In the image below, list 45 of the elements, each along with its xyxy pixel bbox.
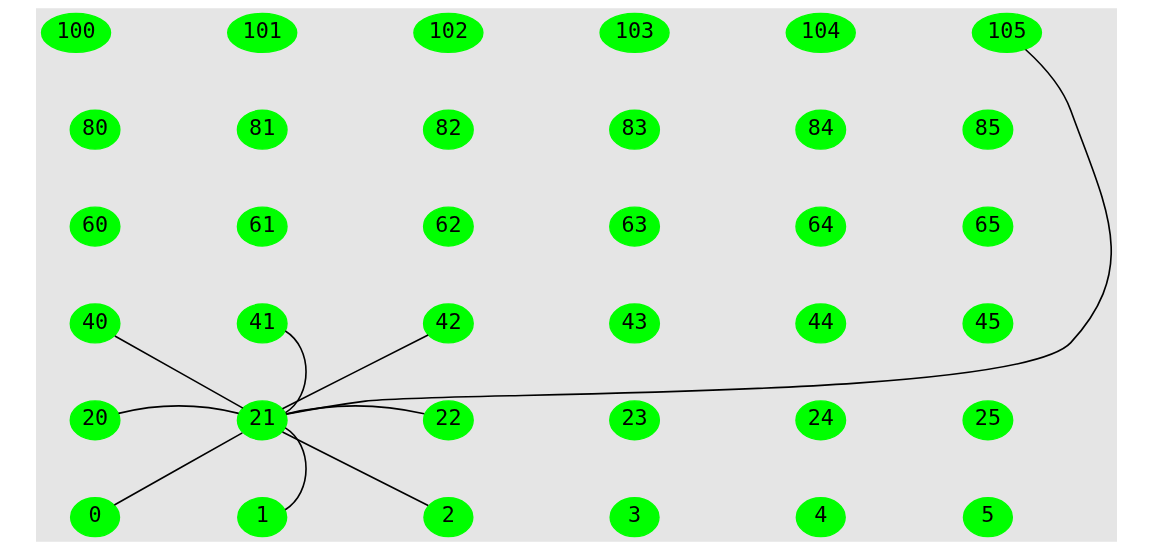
- node-ellipse: 83: [609, 109, 661, 150]
- node-ellipse: 64: [795, 206, 847, 247]
- node-ellipse: 1: [237, 497, 288, 538]
- node-ellipse: 81: [236, 109, 288, 150]
- node-ellipse: 41: [236, 303, 288, 344]
- node-ellipse: 40: [69, 303, 121, 344]
- node-ellipse: 62: [422, 206, 474, 247]
- node-ellipse: 85: [962, 109, 1014, 150]
- connector: [113, 432, 244, 506]
- node-ellipse: 22: [422, 400, 474, 441]
- node-ellipse: 45: [962, 303, 1014, 344]
- node-ellipse: 61: [236, 206, 288, 247]
- node-ellipse: 25: [962, 400, 1014, 441]
- node-ellipse: 65: [962, 206, 1014, 247]
- node-ellipse: 2: [423, 497, 474, 538]
- node-ellipse: 42: [422, 303, 474, 344]
- connector: [285, 48, 1113, 415]
- node-ellipse: 63: [609, 206, 661, 247]
- node-ellipse: 24: [795, 400, 847, 441]
- connector: [114, 335, 244, 409]
- node-ellipse: 0: [69, 497, 121, 538]
- node-ellipse: 60: [69, 206, 121, 247]
- node-ellipse: 103: [599, 12, 670, 53]
- connector: [284, 330, 307, 414]
- connector: [284, 427, 307, 511]
- connector: [281, 431, 429, 507]
- node-ellipse: 84: [795, 109, 847, 150]
- node-ellipse: 20: [69, 400, 121, 441]
- node-ellipse: 23: [609, 400, 661, 441]
- node-ellipse: 101: [227, 12, 298, 53]
- node-ellipse: 105: [971, 12, 1043, 53]
- node-ellipse: 104: [785, 12, 856, 53]
- node-ellipse: 4: [795, 497, 846, 538]
- node-ellipse: 102: [413, 12, 484, 53]
- node-ellipse: 21: [236, 400, 288, 441]
- connector: [281, 334, 429, 410]
- connector: [285, 405, 426, 415]
- node-ellipse: 5: [962, 497, 1014, 538]
- connector: [117, 405, 240, 415]
- node-ellipse: 82: [422, 109, 474, 150]
- node-ellipse: 43: [609, 303, 661, 344]
- node-ellipse: 80: [69, 109, 121, 150]
- node-ellipse: 44: [795, 303, 847, 344]
- node-ellipse: 100: [40, 12, 112, 53]
- node-ellipse: 3: [609, 497, 660, 538]
